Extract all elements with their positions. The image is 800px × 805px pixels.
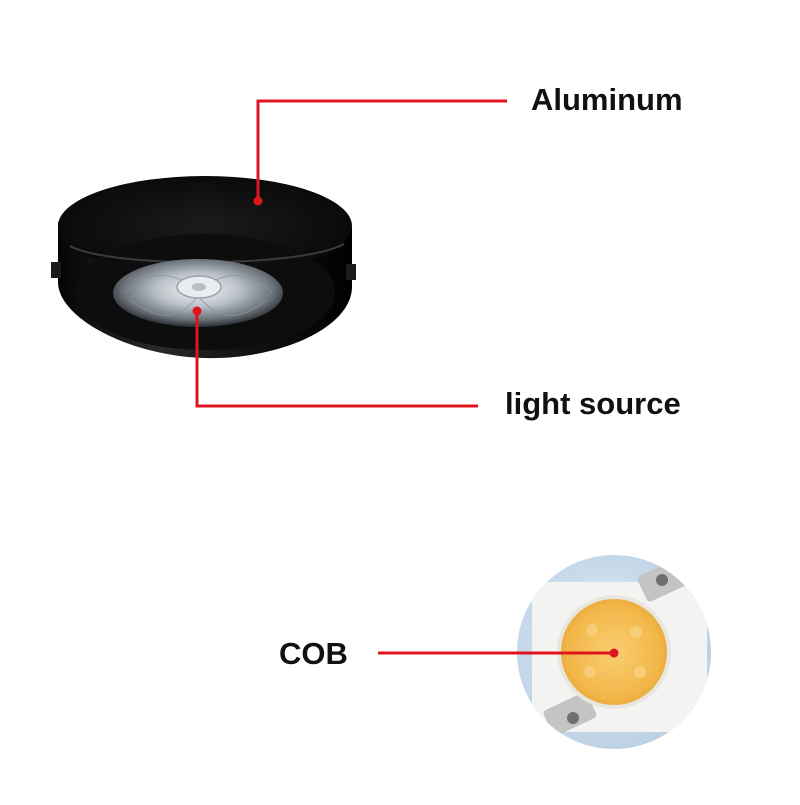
cob-contact-bottom (567, 712, 579, 724)
cob-contact-top (656, 574, 668, 586)
lens-center-dot (192, 283, 206, 291)
leader-light-source (195, 313, 478, 408)
leader-aluminum (256, 99, 507, 201)
cob-label: COB (279, 636, 348, 671)
lamp-tab-right (346, 264, 356, 280)
leader-dot-cob (609, 648, 619, 658)
cob-illustration (517, 555, 711, 749)
light-source-label: light source (505, 386, 681, 421)
leader-dot-aluminum (253, 196, 263, 206)
leader-dot-light-source (192, 306, 202, 316)
aluminum-label: Aluminum (531, 82, 683, 117)
lamp-tab-left (51, 262, 61, 278)
lamp-illustration (51, 176, 356, 359)
leader-lines (195, 99, 612, 655)
